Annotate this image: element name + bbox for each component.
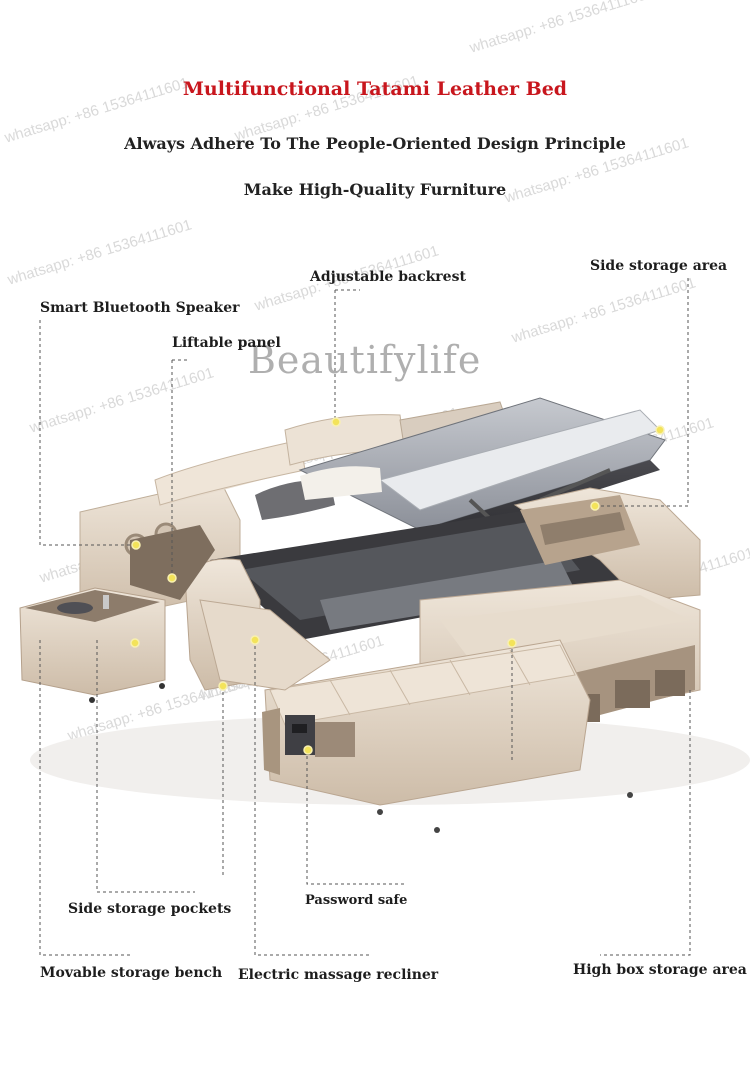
label-adjustable-backrest: Adjustable backrest bbox=[310, 269, 466, 285]
label-liftable-panel: Liftable panel bbox=[172, 335, 281, 351]
subtitle-quality: Make High-Quality Furniture bbox=[243, 180, 507, 199]
label-side-storage-area: Side storage area bbox=[590, 258, 728, 274]
label-smart-speaker: Smart Bluetooth Speaker bbox=[40, 300, 240, 316]
subtitle-principle: Always Adhere To The People-Oriented Des… bbox=[124, 134, 626, 153]
label-high-box-storage: High box storage area bbox=[573, 962, 747, 978]
label-movable-bench: Movable storage bench bbox=[40, 965, 223, 981]
brand-logo: Beautifylife bbox=[248, 338, 482, 382]
label-password-safe: Password safe bbox=[305, 893, 408, 908]
label-massage-recliner: Electric massage recliner bbox=[238, 967, 439, 983]
page-title: Multifunctional Tatami Leather Bed bbox=[182, 78, 568, 100]
label-side-storage-pockets: Side storage pockets bbox=[68, 901, 232, 917]
